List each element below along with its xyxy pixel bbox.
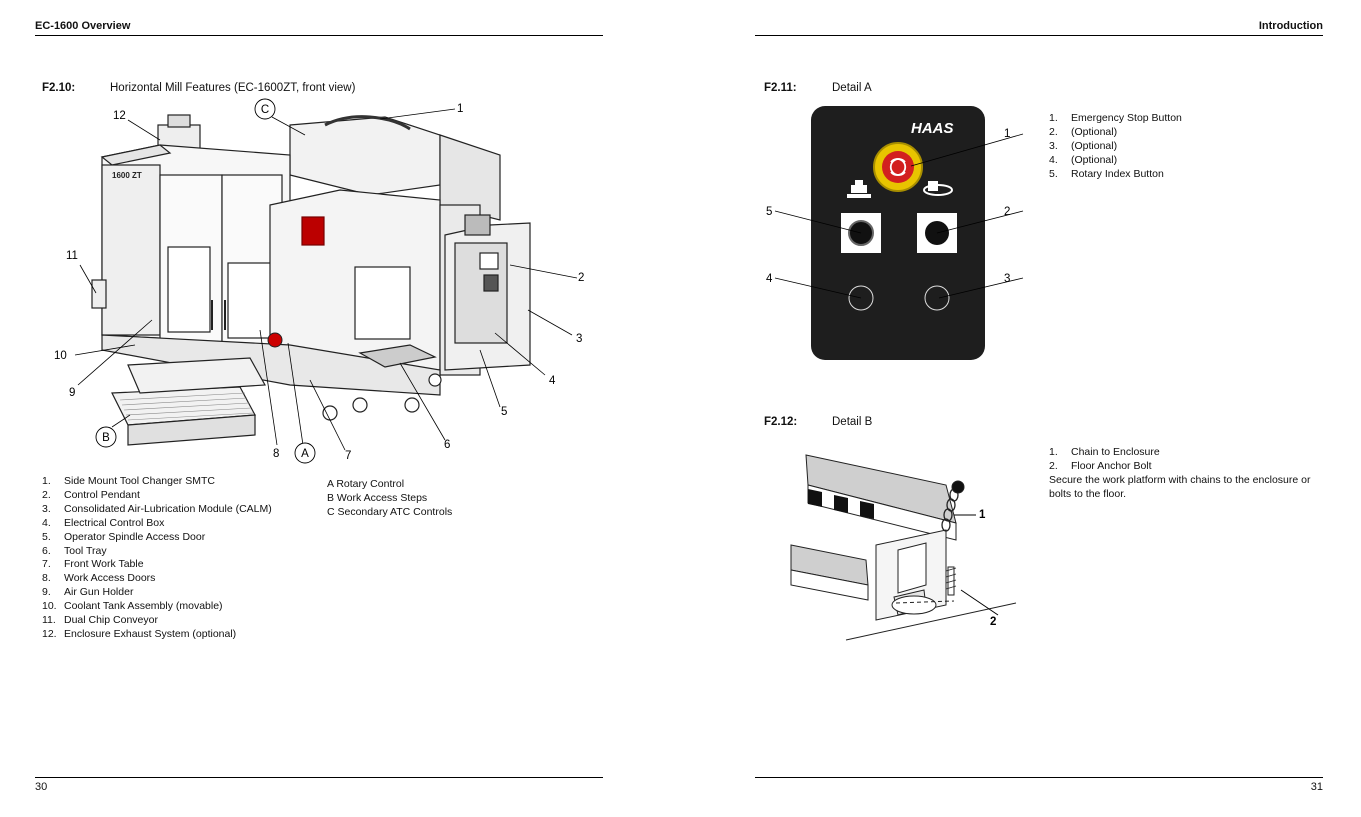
left-header-rule [35,35,603,36]
left-page-header: EC-1600 Overview [35,20,131,32]
list-item: 3.(Optional) [1049,139,1118,152]
list-item: 8.Work Access Doors [42,572,156,585]
detail-a-list: 1.Emergency Stop Button 2.(Optional) 3.(… [1049,112,1182,182]
detail-b-callout-1: 1 [979,509,986,521]
callout-1: 1 [457,103,463,115]
callout-9: 9 [69,387,75,399]
right-page-number: 31 [1310,781,1323,793]
right-header-rule [755,35,1323,36]
haas-logo: HAAS [911,120,954,137]
feature-list: 1.Side Mount Tool Changer SMTC 2.Control… [42,475,272,642]
list-item: 9.Air Gun Holder [42,586,134,599]
callout-10: 10 [54,350,67,362]
horizontal-mill-illustration: 1600 ZT 1 2 3 4 5 6 7 [54,98,584,464]
left-footer-rule [35,777,603,778]
detail-b-list: 1.Chain to Enclosure 2.Floor Anchor Bolt [1049,446,1160,474]
rotary-index-icon [847,180,871,198]
right-page-header: Introduction [1258,20,1323,32]
list-item: 2.Control Pendant [42,488,140,501]
figure-title-f2-12: Detail B [832,416,873,428]
list-item: 12.Enclosure Exhaust System (optional) [42,627,237,640]
list-item: 4.(Optional) [1049,153,1118,166]
left-page-number: 30 [35,781,48,793]
figure-title-f2-11: Detail A [832,82,872,94]
callout-11: 11 [66,250,78,262]
right-page: Introduction F2.11: Detail A HAAS [681,0,1361,817]
list-item: 5.Operator Spindle Access Door [42,530,206,543]
callout-b: B [102,432,110,444]
callout-8: 8 [273,448,279,460]
callout-a: A [301,448,309,460]
list-item: 10.Coolant Tank Assembly (movable) [42,600,223,613]
list-item: 2.Floor Anchor Bolt [1049,459,1152,472]
letter-list: A Rotary Control B Work Access Steps C S… [327,478,452,520]
detail-a-control-panel: HAAS 1 2 [766,106,1024,360]
list-item: B Work Access Steps [327,491,428,504]
rotary-control-marker [267,332,283,348]
list-item: A Rotary Control [327,478,405,490]
right-footer-rule [755,777,1323,778]
callout-12: 12 [113,110,126,122]
figure-label-f2-11: F2.11: [764,82,797,94]
callout-c: C [261,104,269,116]
machine-model-badge: 1600 ZT [112,171,142,180]
callout-3: 3 [576,333,582,345]
detail-a-callout-4: 4 [766,273,773,285]
callout-4: 4 [549,375,556,387]
figure-title-f2-10: Horizontal Mill Features (EC-1600ZT, fro… [110,82,356,94]
optional-hole-4 [848,285,874,311]
detail-a-callout-3: 3 [1004,273,1010,285]
detail-a-callout-2: 2 [1004,206,1010,218]
detail-a-callout-5: 5 [766,206,772,218]
list-item: 2.(Optional) [1049,125,1118,138]
figure-label-f2-12: F2.12: [764,416,798,428]
callout-7: 7 [345,450,351,462]
left-page: EC-1600 Overview F2.10: Horizontal Mill … [0,0,680,817]
list-item: 7.Front Work Table [42,558,144,571]
list-item: 1.Emergency Stop Button [1049,112,1182,124]
detail-b-note: Secure the work platform with chains to … [1049,474,1311,500]
callout-2: 2 [578,272,584,284]
list-item: 5.Rotary Index Button [1049,167,1164,180]
optional-hole-3 [924,285,950,311]
figure-label-f2-10: F2.10: [42,82,76,94]
detail-a-callout-1: 1 [1004,128,1010,140]
detail-b-callout-2: 2 [990,616,996,628]
list-item: 1.Chain to Enclosure [1049,446,1160,458]
list-item: 6.Tool Tray [42,544,107,557]
detail-b-platform-illustration: 1 2 [790,454,1017,641]
list-item: C Secondary ATC Controls [327,505,453,518]
callout-6: 6 [444,439,450,451]
list-item: 11.Dual Chip Conveyor [42,614,158,627]
list-item: 4.Electrical Control Box [42,516,165,529]
list-item: 3.Consolidated Air-Lubrication Module (C… [42,502,272,515]
callout-5: 5 [501,406,507,418]
list-item: 1.Side Mount Tool Changer SMTC [42,475,215,487]
rotary-optional-icon [923,181,953,196]
